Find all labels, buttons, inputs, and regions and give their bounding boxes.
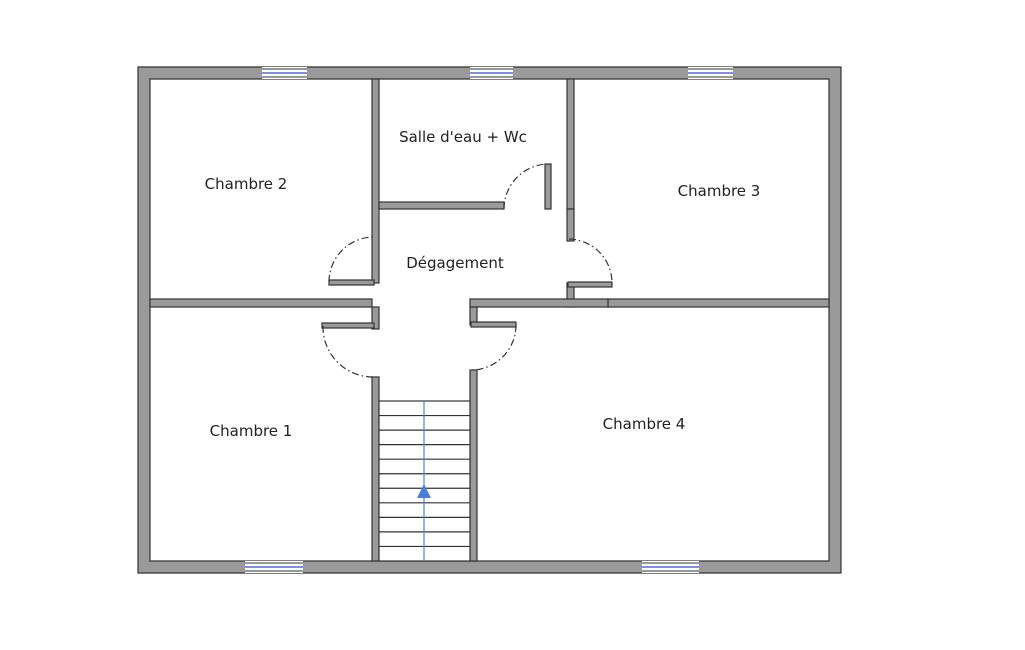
wall-ch2-ch1 [149, 298, 373, 308]
wall-left-lower [371, 376, 380, 562]
stair-arrow-icon [417, 484, 431, 498]
doors [321, 163, 613, 378]
door-leaf-ch2 [328, 279, 375, 286]
door-leaf-ch1 [321, 322, 375, 329]
door-swing-ch2 [328, 236, 375, 283]
stairs [378, 400, 471, 562]
door-swing-ch1 [322, 325, 375, 378]
wall-ch3-ch4 [607, 298, 830, 308]
windows [245, 67, 733, 573]
room-label-salle-eau: Salle d'eau + Wc [399, 128, 527, 146]
door-leaf-ch3 [567, 281, 613, 288]
wall-left-mid [371, 306, 380, 330]
room-label-chambre-2: Chambre 2 [205, 175, 288, 193]
room-label-chambre-4: Chambre 4 [603, 415, 686, 433]
wall-right-upper [566, 208, 575, 242]
door-swing-sde [503, 163, 550, 210]
wall-ch4-top [469, 298, 609, 308]
room-label-degagement: Dégagement [406, 254, 504, 272]
interior-walls [149, 78, 830, 562]
door-leaf-ch4 [470, 321, 517, 328]
wall-left-upper [371, 78, 380, 284]
room-label-chambre-3: Chambre 3 [678, 182, 761, 200]
wall-stair-right [469, 369, 478, 562]
door-swing-ch3 [568, 238, 613, 285]
door-swing-ch4 [470, 324, 517, 371]
door-leaf-sde [544, 163, 552, 210]
outer-wall [137, 66, 842, 574]
wall-sde-right [566, 78, 575, 210]
wall-sde-bottom [378, 201, 505, 210]
room-label-chambre-1: Chambre 1 [210, 422, 293, 440]
